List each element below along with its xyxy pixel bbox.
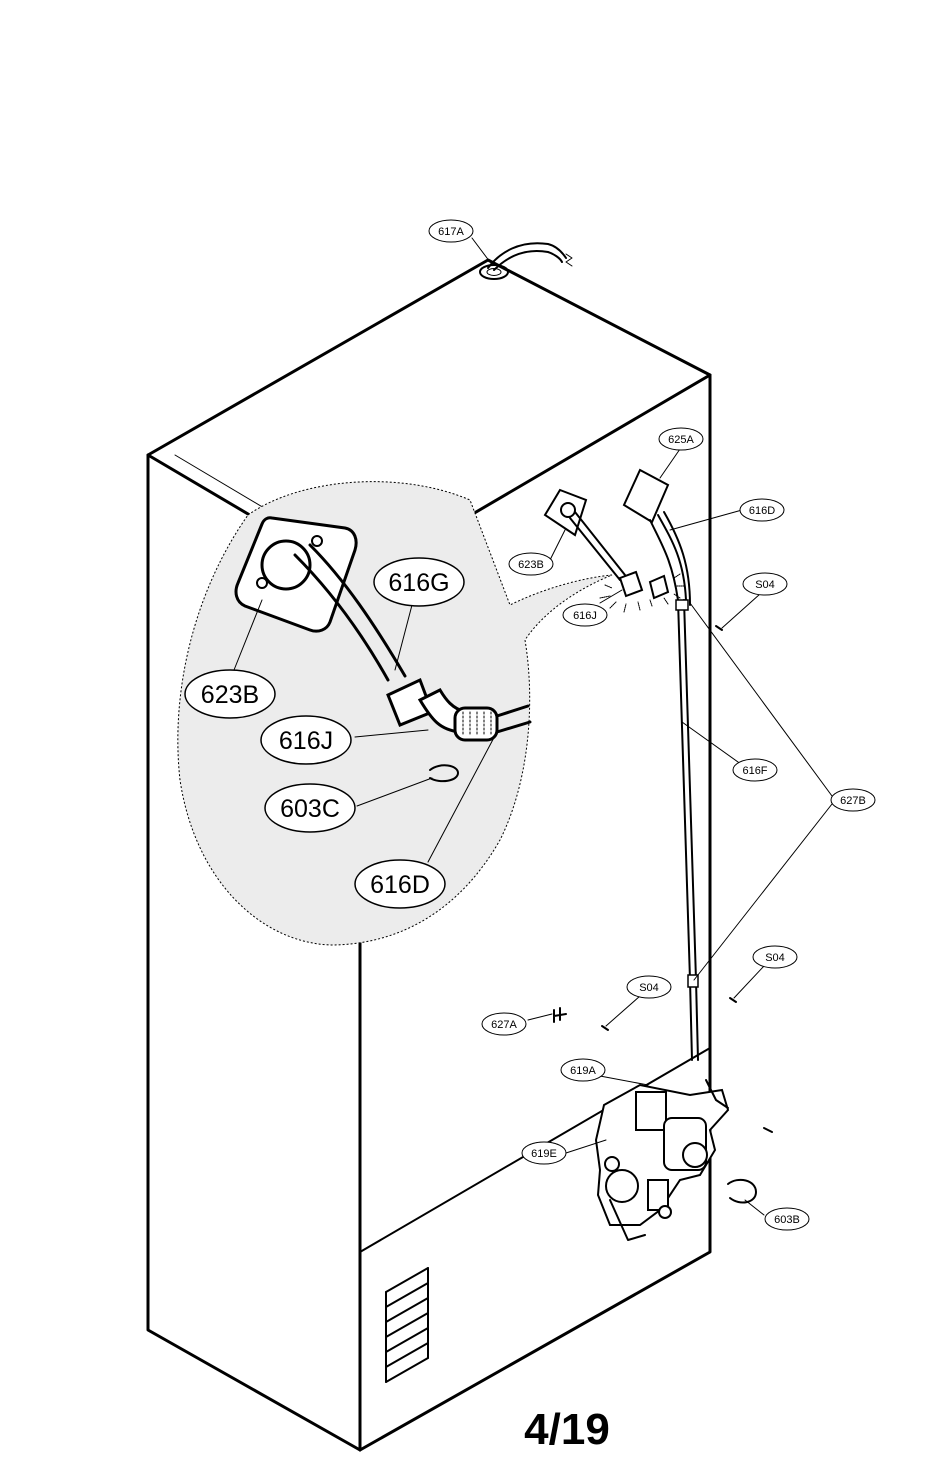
label-616f: 616F xyxy=(732,758,778,782)
leader-lines xyxy=(233,237,833,1216)
svg-text:619E: 619E xyxy=(531,1148,557,1160)
svg-text:623B: 623B xyxy=(201,681,259,709)
label-s04-b: S04 xyxy=(752,945,798,969)
magnified-clip-603c xyxy=(429,764,459,783)
label-603b: 603B xyxy=(764,1207,810,1231)
clip-603b xyxy=(727,1178,757,1204)
svg-text:623B: 623B xyxy=(518,559,544,571)
svg-text:627B: 627B xyxy=(840,795,866,807)
label-616j-small: 616J xyxy=(562,603,608,627)
svg-text:S04: S04 xyxy=(765,952,785,964)
label-616j-large: 616J xyxy=(260,715,352,765)
svg-text:627A: 627A xyxy=(491,1019,517,1031)
grommet-617a-part xyxy=(479,242,573,280)
label-616d-large: 616D xyxy=(354,859,446,909)
clip-627a xyxy=(553,1007,567,1023)
fitting-616j xyxy=(599,570,685,613)
svg-text:616D: 616D xyxy=(370,871,430,899)
label-623b-large: 623B xyxy=(184,669,276,719)
mounting-plate-623b xyxy=(543,488,626,581)
water-tube-616f xyxy=(675,599,699,1061)
svg-text:619A: 619A xyxy=(570,1065,596,1077)
screw-s04 xyxy=(601,625,773,1133)
svg-text:S04: S04 xyxy=(755,579,775,591)
label-625a: 625A xyxy=(658,427,704,451)
label-616g: 616G xyxy=(373,557,465,607)
label-617a: 617A xyxy=(428,219,474,243)
svg-text:616F: 616F xyxy=(742,765,767,777)
label-619a: 619A xyxy=(560,1058,606,1082)
svg-text:616J: 616J xyxy=(573,610,597,622)
svg-text:617A: 617A xyxy=(438,226,464,238)
svg-text:616G: 616G xyxy=(388,569,449,597)
svg-text:603C: 603C xyxy=(280,795,340,823)
svg-text:625A: 625A xyxy=(668,434,694,446)
svg-text:603B: 603B xyxy=(774,1214,800,1226)
magnified-mounting-plate xyxy=(234,516,358,633)
svg-text:616J: 616J xyxy=(279,727,333,755)
label-627b: 627B xyxy=(830,788,876,812)
label-603c: 603C xyxy=(264,783,356,833)
svg-text:S04: S04 xyxy=(639,982,659,994)
label-616d-small: 616D xyxy=(739,498,785,522)
water-valve-assembly xyxy=(594,1079,730,1241)
sensor-625a xyxy=(622,468,691,606)
label-623b-small: 623B xyxy=(508,552,554,576)
label-s04-a: S04 xyxy=(742,572,788,596)
svg-text:616D: 616D xyxy=(749,505,775,517)
page-number: 4/19 xyxy=(524,1405,610,1454)
magnified-water-tube xyxy=(293,543,532,742)
label-619e: 619E xyxy=(521,1141,567,1165)
vent-grille xyxy=(385,1267,429,1383)
label-627a: 627A xyxy=(481,1012,527,1036)
label-s04-c: S04 xyxy=(626,975,672,999)
